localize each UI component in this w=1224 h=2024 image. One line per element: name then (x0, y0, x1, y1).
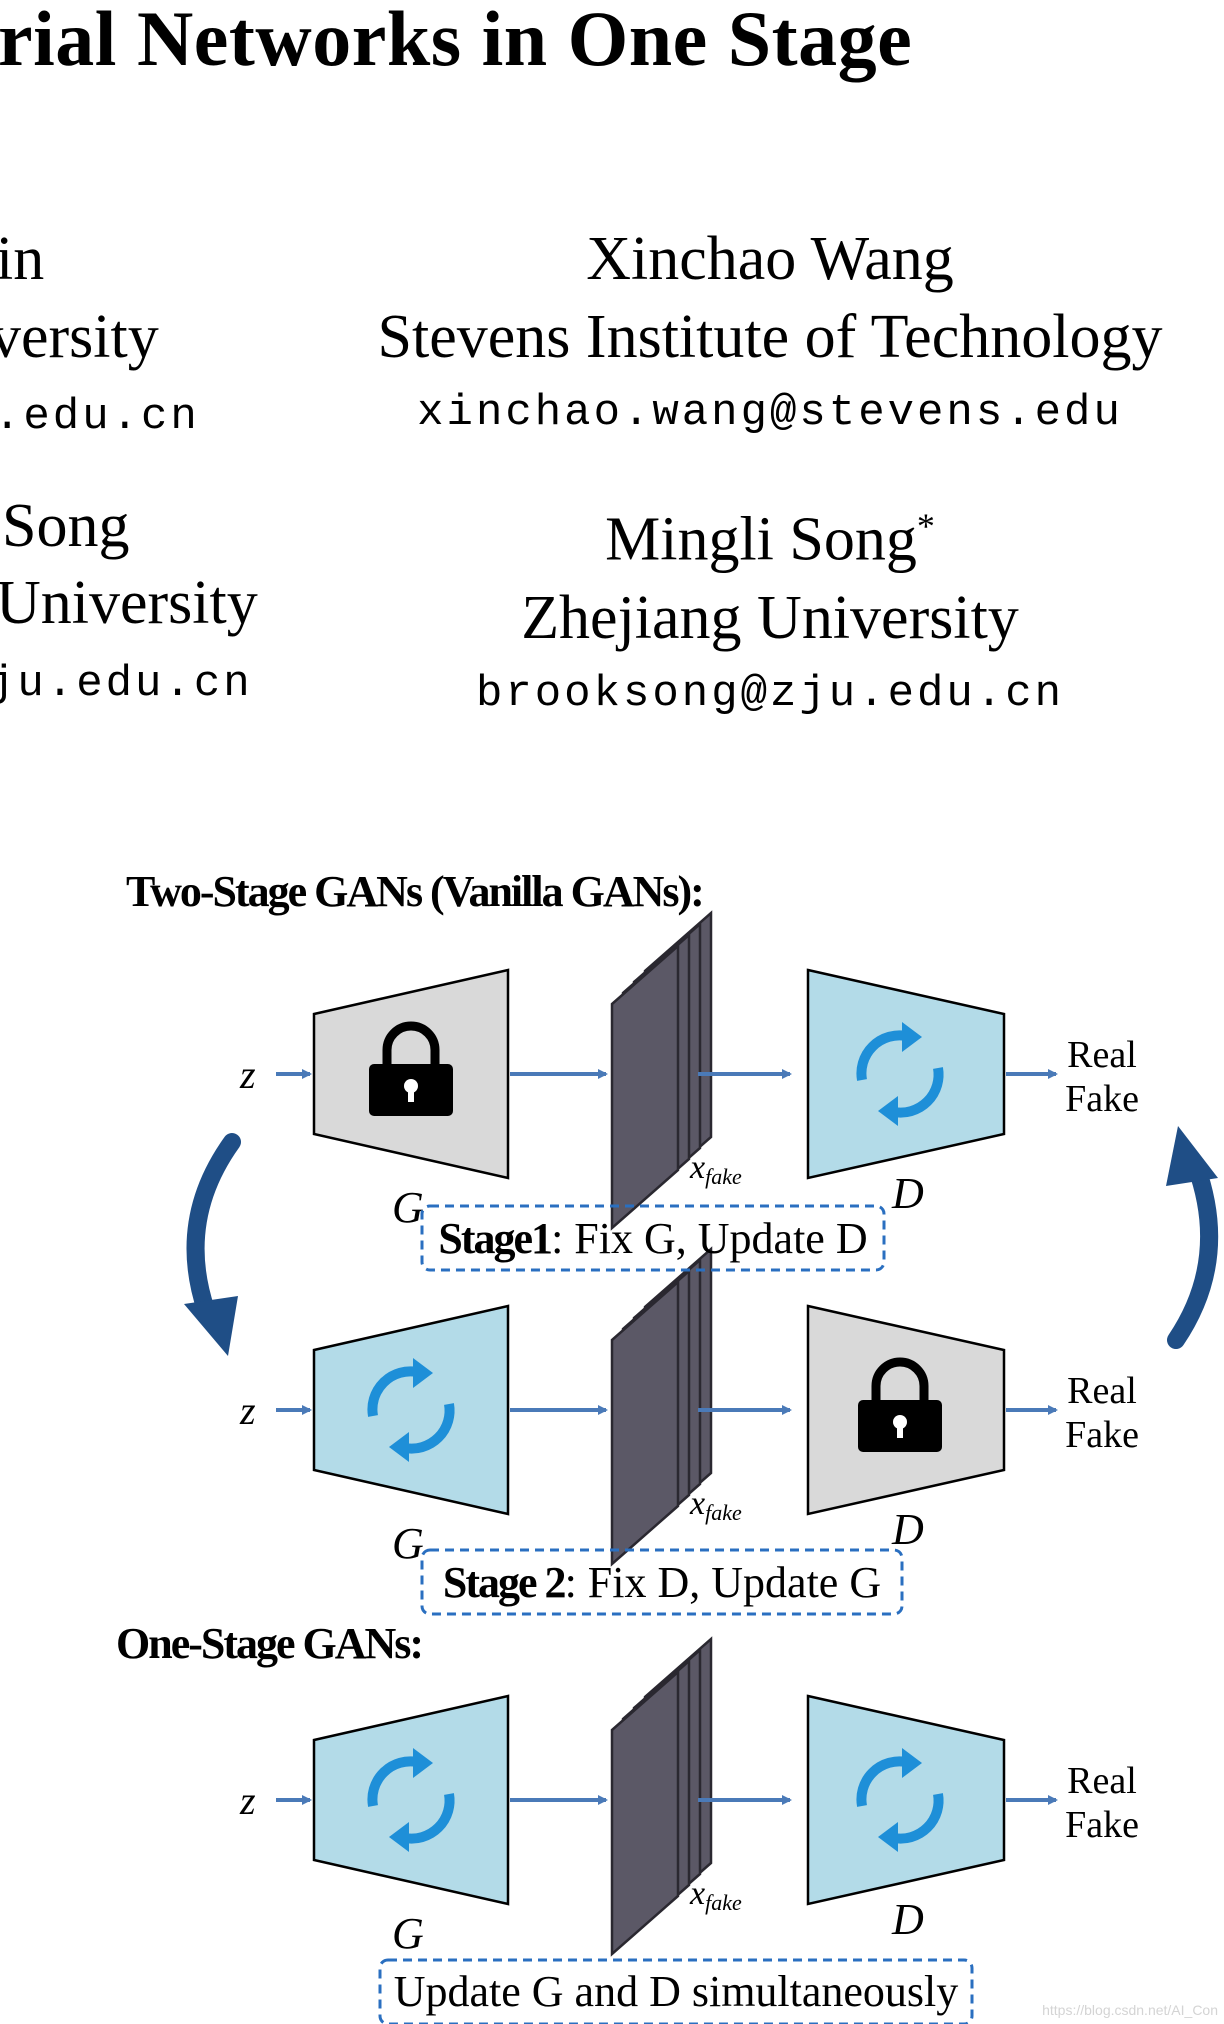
refresh-icon (856, 1022, 944, 1126)
author-affiliation: Stevens Institute of Technology (377, 303, 1163, 371)
output-fake-label: Fake (1065, 1414, 1139, 1456)
discriminator-label: D (891, 1895, 924, 1944)
stage1-bold: Stage1 (438, 1214, 551, 1263)
refresh-icon (856, 1748, 944, 1852)
generator-label: G (392, 1909, 424, 1958)
author-email: brooksong@zju.edu.cn (475, 668, 1065, 719)
left-author2-name-fragment: Song (2, 492, 130, 560)
author-email: xinchao.wang@stevens.edu (417, 388, 1123, 438)
fake-sample-stack (610, 1246, 713, 1567)
left-author1-name-fragment: in (0, 225, 45, 293)
generator-label: G (392, 1519, 424, 1568)
fake-sample-label: xfake (689, 1875, 742, 1915)
cycle-arrow-up (1166, 1126, 1219, 1349)
stage2-caption: Stage 2: Fix D, Update G (420, 1548, 904, 1616)
lock-icon (858, 1357, 942, 1452)
refresh-icon (367, 1748, 455, 1852)
input-z-label: z (239, 1778, 256, 1823)
watermark: https://blog.csdn.net/AI_Con (1042, 2002, 1218, 2018)
fake-sample-stack (610, 910, 713, 1231)
gan-comparison-figure: Two-Stage GANs (Vanilla GANs): One-Stage… (116, 867, 1219, 2024)
discriminator-block (806, 968, 1006, 1180)
refresh-icon (367, 1358, 455, 1462)
output-real-label: Real (1067, 1034, 1137, 1076)
discriminator-label: D (891, 1169, 924, 1218)
author-block-wang: Xinchao Wang Stevens Institute of Techno… (340, 220, 1200, 450)
output-fake-label: Fake (1065, 1078, 1139, 1120)
left-author2-affil-fragment: University (0, 569, 258, 637)
corresponding-mark: * (916, 506, 935, 546)
author-affiliation: Zhejiang University (521, 583, 1019, 652)
output-fake-label: Fake (1065, 1804, 1139, 1846)
discriminator-label: D (891, 1505, 924, 1554)
generator-block (312, 1304, 510, 1516)
left-author2-email-fragment: ju.edu.cn (0, 659, 253, 709)
output-real-label: Real (1067, 1370, 1137, 1412)
one-stage-caption: Update G and D simultaneously (378, 1958, 974, 2024)
lock-icon (369, 1021, 453, 1116)
svg-text:Stage1: Fix G, Update D: Stage1: Fix G, Update D (438, 1214, 867, 1263)
fake-sample-label: xfake (689, 1485, 742, 1525)
one-stage-heading: One-Stage GANs: (116, 1619, 422, 1668)
stage1-caption: Stage1: Fix G, Update D (420, 1204, 886, 1272)
stage1-rest: : Fix G, Update D (551, 1214, 868, 1263)
author-block-song: Mingli Song* Zhejiang University brookso… (340, 487, 1200, 731)
left-author1-affil-fragment: versity (0, 303, 159, 371)
fake-sample-label: xfake (689, 1149, 742, 1189)
input-z-label: z (239, 1052, 256, 1097)
stage2-rest: : Fix D, Update G (565, 1558, 882, 1607)
fake-sample-stack (610, 1636, 713, 1957)
output-real-label: Real (1067, 1760, 1137, 1802)
one-stage-caption-text: Update G and D simultaneously (394, 1967, 959, 2016)
two-stage-heading: Two-Stage GANs (Vanilla GANs): (126, 867, 703, 916)
input-z-label: z (239, 1388, 256, 1433)
author-name: Mingli Song* (340, 487, 1200, 579)
svg-text:Stage 2: Fix D, Update G: Stage 2: Fix D, Update G (443, 1558, 881, 1607)
author-name: Xinchao Wang (586, 225, 954, 293)
generator-block (312, 1694, 510, 1906)
paper-title: rial Networks in One Stage (0, 0, 913, 82)
author-name-text: Mingli Song (605, 505, 917, 574)
generator-label: G (392, 1183, 424, 1232)
left-author1-email-fragment: .edu.cn (0, 392, 200, 442)
cycle-arrow-down (184, 1133, 241, 1356)
stage2-bold: Stage 2 (443, 1558, 566, 1607)
discriminator-block (806, 1694, 1006, 1906)
